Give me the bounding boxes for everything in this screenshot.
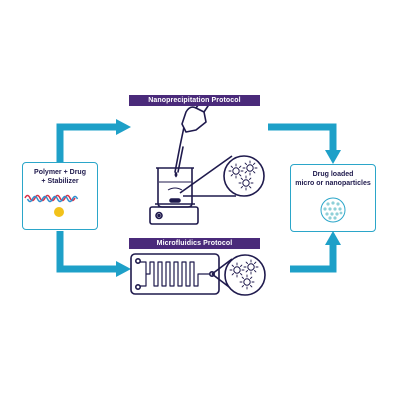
- microfluidics-magnify-icon: [211, 254, 266, 296]
- arrowhead-top-right: [325, 150, 341, 164]
- input-box-line-1: Polymer + Drug: [34, 169, 86, 176]
- arrowhead-bottom-left: [116, 261, 131, 277]
- arrowhead-bottom-right: [325, 231, 341, 245]
- input-box-graphics: [24, 194, 79, 217]
- output-box-line-2: micro or nanoparticles: [295, 179, 371, 187]
- input-box-line-2: + Stabilizer: [41, 177, 79, 185]
- arrow-input-to-microfluidics: [56, 231, 118, 273]
- flow-arrows: [56, 123, 337, 273]
- stabilizer-dot: [54, 207, 64, 217]
- output-box-line-1: Drug loaded: [312, 171, 354, 178]
- nanoparticle-magnify-icon: [179, 155, 265, 197]
- arrowhead-top-left: [116, 119, 131, 135]
- pipette-hand-icon: [174, 100, 209, 173]
- polymer-wave-blue: [26, 195, 79, 203]
- nanoprecipitation-label: Nanoprecipitation Protocol: [129, 95, 260, 106]
- arrow-nanoprecipitation-to-output: [268, 123, 337, 152]
- arrow-microfluidics-to-output: [290, 243, 337, 273]
- microfluidic-chip-icon: [130, 253, 220, 295]
- output-particles: [320, 197, 346, 223]
- arrow-heads: [116, 119, 341, 277]
- polymer-wave-red: [24, 194, 76, 202]
- microfluidics-label: Microfluidics Protocol: [129, 238, 260, 249]
- arrow-input-to-nanoprecipitation: [56, 123, 118, 162]
